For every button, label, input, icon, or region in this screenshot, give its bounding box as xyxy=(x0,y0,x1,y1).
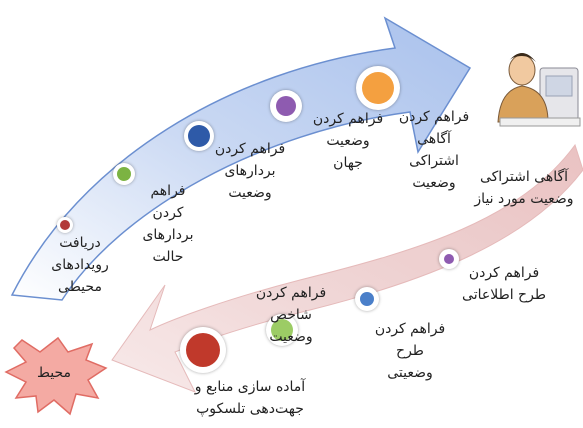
upper-step-3-dot-core xyxy=(188,125,210,147)
lower-step-2-label: فراهم کردن طرح وضعیتی xyxy=(374,321,446,381)
lower-step-3-dot-core xyxy=(271,319,293,341)
upper-step-4-label: فراهم کردن وضعیت جهان xyxy=(312,111,384,171)
lower-step-4-dot xyxy=(180,327,226,373)
lower-step-1-dot xyxy=(439,249,459,269)
upper-step-5-dot-core xyxy=(362,72,394,104)
top-right-label: آگاهی اشتراکی وضعیت مورد نیاز xyxy=(474,169,574,207)
upper-step-5-dot xyxy=(356,66,400,110)
lower-step-2-dot-core xyxy=(360,292,374,306)
upper-arrow xyxy=(10,16,472,301)
upper-step-5-label: فراهم کردن آگاهی اشتراکی وضعیت xyxy=(398,109,470,191)
lower-step-1-dot-core xyxy=(444,254,454,264)
upper-step-1-dot xyxy=(57,217,73,233)
lower-step-4-label: آماده سازی منابع و جهت‌دهی تلسکوپ xyxy=(194,379,306,417)
upper-step-4-dot xyxy=(270,90,302,122)
upper-step-1-label: دریافت رویدادهای محیطی xyxy=(51,235,109,295)
lower-step-2-dot xyxy=(355,287,379,311)
lower-step-3-dot xyxy=(266,314,298,346)
upper-step-2-label: فراهم کردن بردارهای حالت xyxy=(142,183,194,265)
upper-step-3-label: فراهم کردن بردارهای وضعیت xyxy=(214,141,286,201)
lower-step-3-label: فراهم کردن شاخص وضعیت xyxy=(255,285,327,345)
upper-step-2-dot xyxy=(113,163,135,185)
person-at-computer-icon xyxy=(497,53,581,127)
upper-step-4-dot-core xyxy=(276,96,296,116)
environment-burst xyxy=(4,336,108,416)
lower-step-1-label: فراهم کردن طرح اطلاعاتی xyxy=(462,265,546,303)
upper-step-2-dot-core xyxy=(117,167,131,181)
environment-label: محیط xyxy=(36,365,72,381)
upper-step-1-dot-core xyxy=(60,220,70,230)
upper-step-3-dot xyxy=(184,121,214,151)
lower-step-4-dot-core xyxy=(186,333,220,367)
